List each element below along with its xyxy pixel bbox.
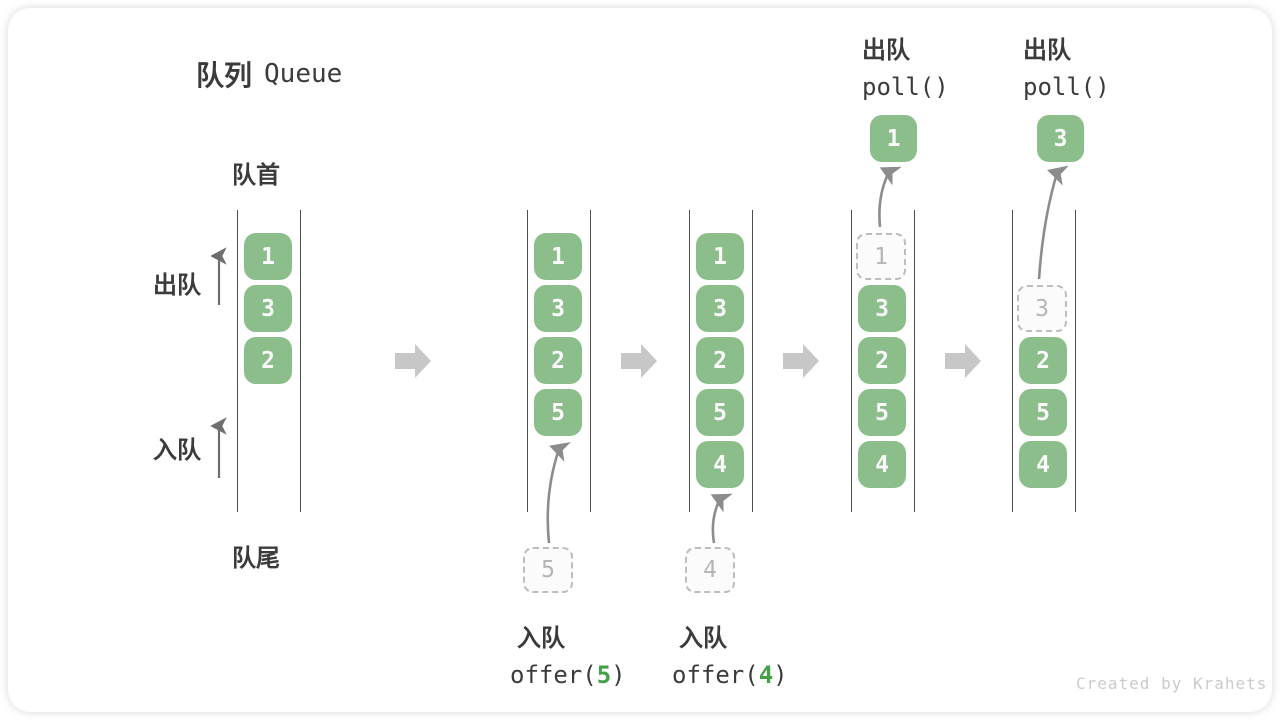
queue-state-3: 1 3 2 5 4: [689, 210, 753, 512]
queue-cell-5: 5: [696, 389, 744, 436]
queue-cell-3: 3: [696, 285, 744, 332]
label-enqueue-side: 入队: [153, 437, 201, 464]
queue-state-4: 1 3 2 5 4: [851, 210, 915, 512]
dequeue-op-label: 出队 poll(): [1023, 30, 1110, 101]
label-queue-front: 队首: [232, 162, 280, 189]
queue-cell-2: 2: [534, 337, 582, 384]
dequeue-op-code: poll(): [862, 73, 949, 101]
queue-cell-4: 4: [1019, 441, 1067, 488]
queue-cell-1: 1: [244, 233, 292, 280]
queue-cell-5: 5: [534, 389, 582, 436]
queue-state-2: 1 3 2 5: [527, 210, 591, 512]
queue-cell-2: 2: [244, 337, 292, 384]
queue-cell-3: 3: [858, 285, 906, 332]
enqueue-op-code: offer(5): [510, 661, 626, 689]
dequeue-op-code: poll(): [1023, 73, 1110, 101]
incoming-ghost-box-4: 4: [685, 547, 735, 593]
queue-cell-1: 1: [534, 233, 582, 280]
queue-cell-2: 2: [858, 337, 906, 384]
queue-state-1: 1 3 2: [237, 210, 301, 512]
watermark: Created by Krahets: [1076, 674, 1268, 693]
queue-cell-3: 3: [534, 285, 582, 332]
incoming-ghost-box-5: 5: [523, 547, 573, 593]
title-zh: 队列: [196, 59, 253, 91]
queue-cell-3: 3: [244, 285, 292, 332]
title-en: Queue: [264, 58, 343, 89]
queue-cell-5: 5: [1019, 389, 1067, 436]
dequeue-op-zh: 出队: [1023, 37, 1071, 64]
dequeue-op-zh: 出队: [862, 37, 910, 64]
queue-cell-1: 1: [696, 233, 744, 280]
enqueue-op-code: offer(4): [672, 661, 788, 689]
extracted-box-1: 1: [870, 115, 917, 162]
enqueue-op-label: 入队 offer(5): [510, 618, 626, 689]
queue-state-5: 3 2 5 4: [1012, 210, 1076, 512]
dashed-cell-1: 1: [856, 233, 906, 280]
dequeue-op-label: 出队 poll(): [862, 30, 949, 101]
title-badge: 队列 Queue: [170, 45, 368, 102]
extracted-box-3: 3: [1037, 115, 1084, 162]
queue-cell-2: 2: [1019, 337, 1067, 384]
diagram-card: [8, 8, 1272, 712]
enqueue-op-zh: 入队: [517, 625, 565, 652]
queue-cell-2: 2: [696, 337, 744, 384]
queue-cell-4: 4: [696, 441, 744, 488]
label-dequeue-side: 出队: [153, 272, 201, 299]
queue-cell-4: 4: [858, 441, 906, 488]
enqueue-op-label: 入队 offer(4): [672, 618, 788, 689]
queue-cell-5: 5: [858, 389, 906, 436]
enqueue-op-zh: 入队: [679, 625, 727, 652]
label-queue-rear: 队尾: [232, 545, 280, 572]
dashed-cell-3: 3: [1017, 285, 1067, 332]
